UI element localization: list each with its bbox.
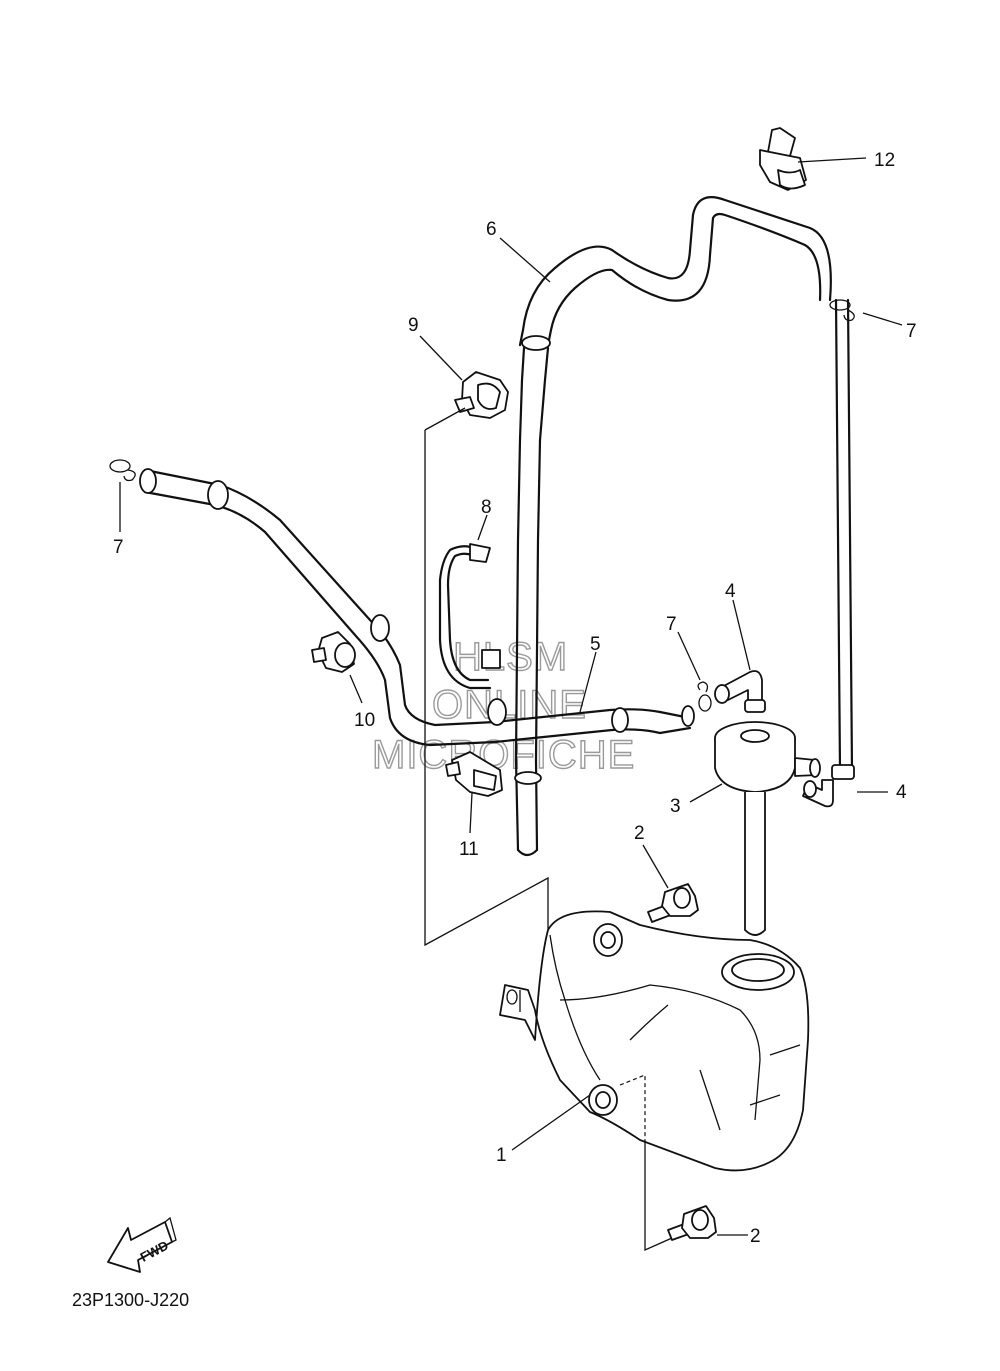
callout-8: 8 (481, 497, 492, 518)
callout-12: 12 (874, 150, 895, 171)
hose-4-right (802, 298, 855, 808)
clamp-11 (445, 751, 503, 797)
callout-6: 6 (486, 219, 497, 240)
watermark: HLSM ONLINE MICROFICHE (371, 634, 635, 777)
callout-2-lower: 2 (750, 1226, 761, 1247)
callout-11: 11 (459, 839, 479, 860)
watermark-line-3: MICROFICHE (372, 733, 635, 777)
clip-7-middle (697, 681, 712, 712)
leader-lines (119, 157, 903, 1236)
callout-4-right: 4 (896, 782, 907, 803)
forward-arrow-icon: FWD (107, 1216, 177, 1273)
callout-2-upper: 2 (634, 823, 645, 844)
clamp-9 (454, 371, 509, 419)
hose-6 (514, 196, 832, 857)
reservoir-tank-1 (499, 910, 810, 1172)
callout-4-upper: 4 (725, 581, 736, 602)
clamp-10 (311, 631, 356, 673)
valve-3 (714, 721, 821, 936)
callout-10: 10 (354, 710, 375, 731)
bolt-2-lower (667, 1205, 717, 1241)
bolt-2-upper (647, 883, 699, 923)
callout-labels: 1 2 2 3 4 4 5 6 7 7 7 8 9 10 11 12 (113, 150, 917, 1247)
callout-5: 5 (590, 634, 601, 655)
watermark-line-1: HLSM (453, 635, 568, 679)
assembly-lines (424, 407, 673, 1252)
clip-7-upper-right (829, 299, 855, 322)
callout-7-middle: 7 (666, 614, 677, 635)
hose-left-to-5 (139, 468, 695, 747)
callout-1: 1 (496, 1145, 507, 1166)
clip-7-left (109, 459, 136, 482)
callout-3: 3 (670, 796, 681, 817)
reference-code: 23P1300-J220 (72, 1290, 189, 1310)
clamp-12 (759, 127, 807, 191)
band-8 (438, 543, 501, 690)
callout-9: 9 (408, 315, 419, 336)
callout-7-upper-right: 7 (906, 321, 917, 342)
hose-4-upper (714, 670, 766, 713)
callout-7-left: 7 (113, 537, 124, 558)
